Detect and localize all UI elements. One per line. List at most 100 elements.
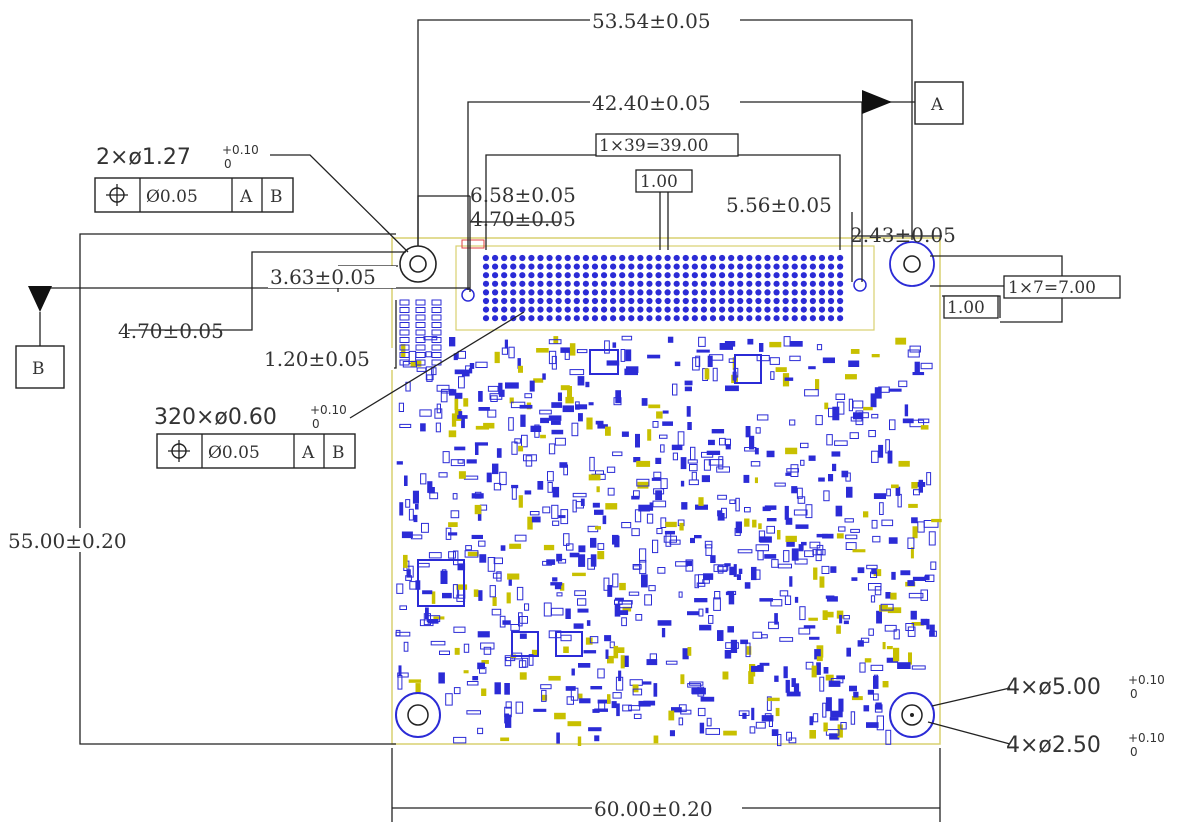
smd-pad (516, 586, 524, 601)
mount-inner-tol-lower: 0 (1130, 745, 1138, 759)
smd-pad (712, 367, 718, 382)
bga-pad (782, 254, 789, 262)
bga-pad (728, 280, 735, 287)
bga-pad (718, 289, 726, 296)
smd-pad (415, 322, 426, 328)
dim-60-00: 60.00±0.20 (594, 797, 713, 821)
bga-pad (818, 315, 826, 322)
smd-pad (908, 652, 912, 665)
smd-pad (909, 345, 921, 353)
smd-pad (472, 676, 479, 681)
smd-pad (770, 371, 775, 380)
smd-pad (457, 415, 468, 419)
smd-pad (872, 535, 881, 543)
smd-pad (756, 414, 769, 421)
smd-pad (774, 613, 778, 625)
smd-pad (718, 456, 724, 470)
pitch-y-box (1003, 275, 1121, 299)
bga-pad (818, 289, 826, 296)
smd-pad (466, 459, 477, 464)
smd-pad (605, 503, 618, 510)
bga-pad (564, 254, 571, 262)
bga-pad (764, 315, 771, 322)
bga-pad (646, 289, 653, 296)
smd-pad (571, 668, 575, 676)
smd-pad (515, 701, 524, 714)
smd-pad (597, 551, 605, 560)
smd-pad (576, 349, 588, 354)
smd-pad (672, 452, 678, 461)
datum-b-box: B (15, 345, 65, 389)
bga-pad (818, 272, 826, 279)
smd-pad (786, 691, 801, 697)
smd-pad (557, 558, 567, 564)
bga-pad (682, 306, 689, 313)
bga-pad (709, 306, 717, 313)
smd-pad (508, 578, 512, 586)
smd-pad (908, 592, 924, 599)
bga-pad (809, 289, 816, 296)
bga-pad (555, 289, 562, 296)
smd-pad (415, 683, 421, 693)
smd-pad (475, 445, 479, 455)
bga-pad (664, 263, 671, 270)
smd-pad (857, 640, 864, 647)
bga-pad (501, 306, 508, 313)
bga-pad (737, 297, 744, 305)
smd-pad (521, 657, 529, 668)
bga-pad (746, 315, 753, 322)
bga-pad (582, 263, 589, 270)
smd-pad (487, 385, 499, 392)
bga-pad (800, 280, 807, 287)
smd-pad (454, 369, 465, 375)
smd-pad (885, 592, 891, 599)
smd-pad (846, 647, 851, 657)
smd-pad (431, 352, 442, 358)
smd-pad (705, 607, 709, 614)
smd-pad (729, 566, 736, 576)
smd-pad (649, 502, 654, 511)
smd-pad (707, 355, 713, 367)
smd-pad (641, 398, 648, 406)
smd-pad (589, 636, 599, 644)
bga-pad (755, 315, 762, 322)
smd-pad (803, 625, 816, 629)
smd-pad (585, 637, 593, 645)
smd-pad (784, 377, 794, 381)
smd-pad (478, 391, 483, 402)
smd-pad (585, 381, 590, 388)
bga-pad (573, 254, 580, 262)
smd-pad (646, 659, 658, 666)
position-icon (168, 440, 190, 462)
smd-pad (431, 329, 442, 336)
bga-pad (619, 315, 626, 322)
locating-hole-right-inner (903, 255, 921, 273)
bga-pad (555, 306, 562, 313)
smd-pad (674, 361, 681, 367)
smd-pad (850, 528, 860, 533)
smd-pad (688, 479, 699, 486)
bga-pad (673, 272, 680, 279)
bga-pad (619, 254, 626, 262)
smd-pad (701, 475, 710, 483)
smd-pad (494, 351, 500, 364)
bga-pad (837, 289, 844, 296)
bga-pad (628, 263, 635, 270)
smd-pad (680, 674, 685, 685)
bga-pad (764, 289, 771, 296)
bga-pad (700, 289, 708, 296)
bga-pad (610, 254, 617, 262)
smd-pad (569, 343, 576, 356)
smd-pad (656, 411, 663, 419)
bga-pad (755, 254, 762, 262)
smd-pad (768, 718, 774, 728)
smd-pad (567, 721, 582, 727)
smd-pad (478, 407, 490, 411)
locating-hole-left-inner (409, 255, 427, 273)
smd-pad (449, 337, 456, 347)
smd-pad (615, 390, 621, 404)
bga-pad (728, 289, 735, 296)
mount-hole-br-center (910, 713, 914, 717)
smd-pad (602, 515, 607, 525)
smd-pad (912, 526, 918, 539)
